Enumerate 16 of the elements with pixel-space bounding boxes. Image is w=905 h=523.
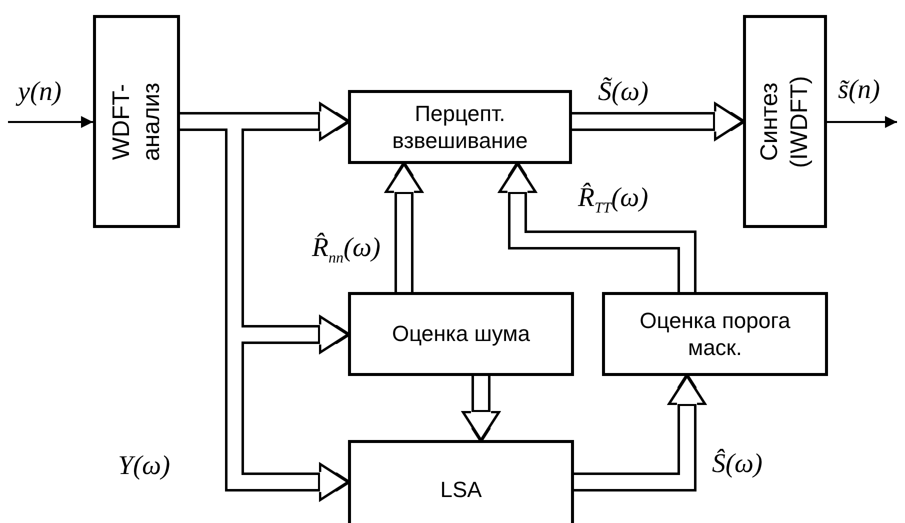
process-box (348, 90, 572, 164)
block-label: Оценка шума (392, 320, 530, 348)
arrow (8, 116, 93, 128)
signal-label: S̃(ω) (598, 76, 649, 107)
block-label: Синтез (IWDFT) (755, 74, 814, 170)
process-box (602, 292, 828, 376)
process-box (93, 15, 180, 228)
arrow (827, 116, 897, 128)
block-label: Перцепт. взвешивание (391, 100, 529, 154)
block-label: Оценка порога маск. (638, 306, 792, 362)
process-box (348, 292, 574, 376)
process-box (743, 15, 827, 228)
signal-label: Ŝ(ω) (712, 448, 763, 479)
block-label: LSA (440, 476, 482, 504)
block-label: WDFT- анализ (106, 81, 166, 163)
process-box (348, 440, 574, 523)
